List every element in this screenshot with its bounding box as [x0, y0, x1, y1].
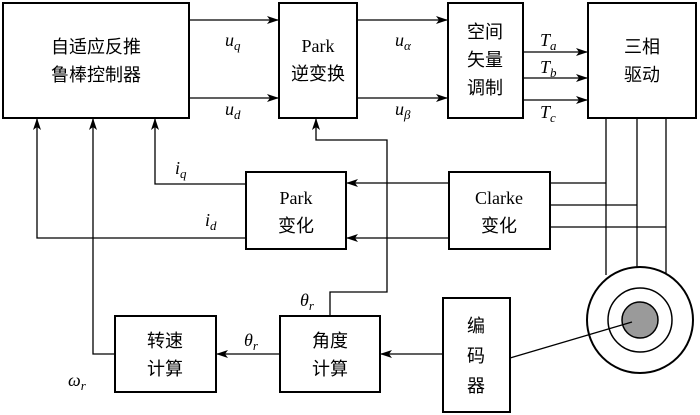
- ubeta-label: uβ: [395, 99, 411, 122]
- tb-label: Tb: [540, 57, 557, 80]
- ta-label: Ta: [540, 30, 557, 53]
- iq-label: iq: [175, 158, 187, 181]
- id-label: id: [205, 210, 217, 233]
- iq-feedback-arrow: [151, 118, 246, 185]
- park-label-line1: Park: [280, 188, 313, 208]
- svpwm-label-line3: 调制: [467, 78, 503, 99]
- drive-label-line1: 三相: [624, 37, 660, 58]
- speed-calc-block: 转速 计算: [114, 315, 217, 393]
- clarke-label-line2: 变化: [481, 216, 517, 237]
- theta-mid-label: θr: [244, 330, 259, 353]
- encoder-label-line1: 编: [467, 316, 485, 337]
- controller-label-line1: 自适应反推: [51, 37, 141, 58]
- inverse-park-block: Park 逆变换: [278, 2, 358, 119]
- park-label-line2: 变化: [278, 216, 314, 237]
- angle-calc-block: 角度 计算: [279, 315, 381, 393]
- three-phase-drive-block: 三相 驱动: [587, 2, 697, 119]
- omega-label: ωr: [68, 370, 87, 393]
- controller-label-line2: 鲁棒控制器: [51, 65, 141, 86]
- theta-top-label: θr: [300, 290, 315, 313]
- inverse-park-label-line1: Park: [302, 36, 335, 56]
- svpwm-label-line2: 矢量: [467, 50, 503, 71]
- clarke-label-line1: Clarke: [475, 188, 523, 208]
- encoder-block: 编 码 器: [442, 297, 511, 413]
- angle-calc-label-line1: 角度: [312, 331, 348, 352]
- encoder-coupling-line: [509, 321, 633, 359]
- controller-block: 自适应反推 鲁棒控制器: [2, 2, 190, 119]
- encoder-label-line3: 器: [467, 376, 485, 397]
- drive-label-line2: 驱动: [624, 65, 660, 86]
- park-transform-block: Park 变化: [245, 171, 347, 250]
- svpwm-block: 空间 矢量 调制: [447, 2, 524, 119]
- svpwm-label-line1: 空间: [467, 22, 503, 43]
- theta-to-inverse-park-arrow: [312, 118, 388, 316]
- angle-calc-label-line2: 计算: [312, 359, 348, 380]
- speed-calc-label-line1: 转速: [147, 331, 183, 352]
- speed-calc-label-line2: 计算: [147, 359, 183, 380]
- motor-shaft: [621, 301, 659, 339]
- omega-feedback-arrow: [89, 118, 115, 355]
- uq-label: uq: [225, 30, 241, 53]
- tc-label: Tc: [540, 102, 556, 125]
- id-feedback-arrow: [33, 118, 246, 239]
- ualpha-label: uα: [395, 30, 412, 53]
- encoder-label-line2: 码: [467, 346, 485, 367]
- ud-label: ud: [225, 99, 241, 122]
- inverse-park-label-line2: 逆变换: [291, 64, 345, 85]
- motor: [586, 266, 694, 374]
- clarke-transform-block: Clarke 变化: [448, 171, 551, 250]
